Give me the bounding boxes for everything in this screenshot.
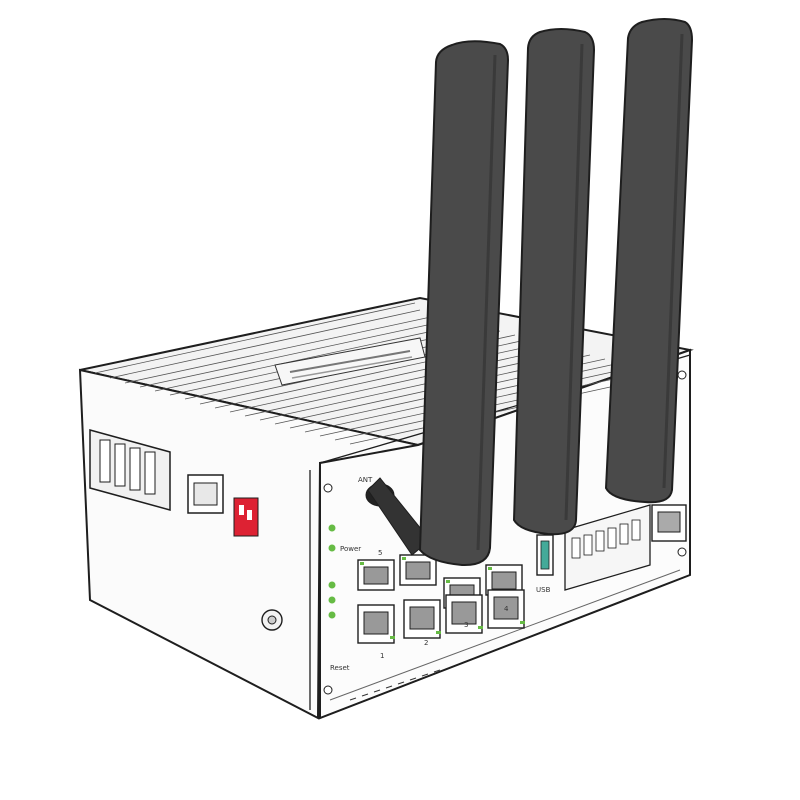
io-connector-block[interactable] [564, 504, 651, 591]
port-number: 5 [378, 549, 382, 557]
corner-screws [323, 370, 687, 695]
reset-label: Reset [330, 664, 350, 672]
port-number: 4 [504, 605, 509, 613]
lan-port[interactable] [399, 554, 437, 586]
sfp-port[interactable] [651, 504, 687, 542]
ant-label: ANT [358, 476, 373, 484]
console-port[interactable] [187, 474, 224, 514]
antenna-middle [512, 28, 596, 536]
status-led [328, 596, 336, 604]
vent-slots [349, 669, 441, 701]
port-number: 1 [380, 652, 384, 660]
top-label-sticker [274, 337, 426, 386]
status-led [328, 524, 336, 532]
status-led [328, 611, 336, 619]
status-led [328, 581, 336, 589]
usb-port[interactable] [536, 534, 554, 576]
power-label: Power [340, 545, 361, 553]
lan-port[interactable] [357, 604, 395, 644]
lan-port[interactable] [403, 599, 441, 639]
status-leds [328, 524, 336, 619]
port-number: 2 [424, 639, 428, 647]
lan-port[interactable] [357, 559, 395, 591]
lan-port[interactable] [445, 594, 483, 634]
terminal-block[interactable] [89, 429, 171, 511]
lan-ports-bottom-row [357, 589, 525, 644]
antenna-right [604, 18, 694, 504]
ground-screw [261, 609, 283, 631]
antenna-left [367, 40, 510, 567]
port-number: 3 [464, 621, 468, 629]
status-led [328, 544, 336, 552]
dip-switch[interactable] [233, 497, 259, 537]
usb-label: USB [536, 586, 551, 594]
lan-port[interactable] [487, 589, 525, 629]
